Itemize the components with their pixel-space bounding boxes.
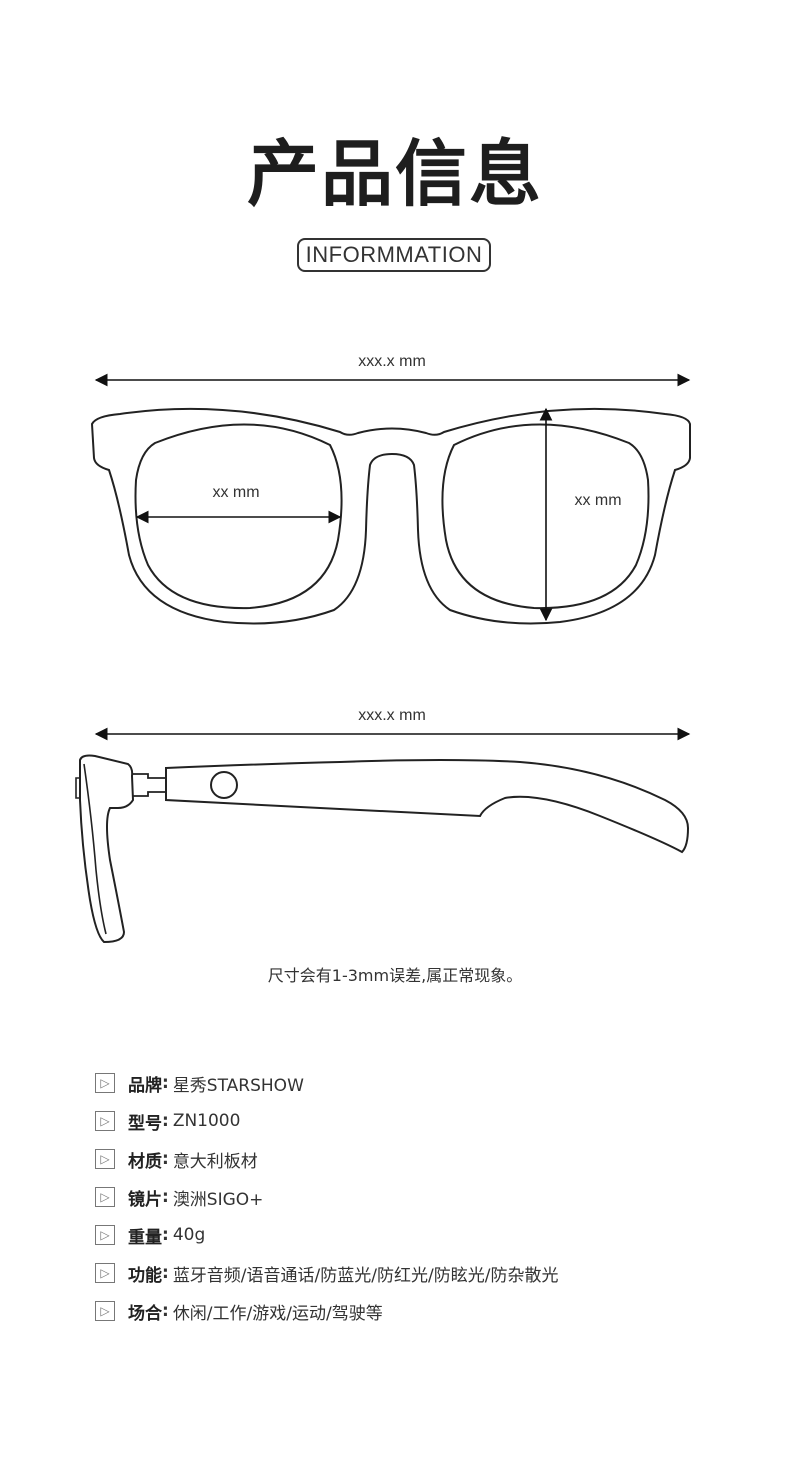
spec-value: 40g	[172, 1225, 206, 1245]
spec-separator: :	[162, 1111, 169, 1131]
spec-separator: :	[162, 1225, 169, 1245]
spec-separator: :	[162, 1301, 169, 1321]
spec-row: ▷ 品牌:星秀STARSHOW	[95, 1064, 735, 1102]
side-view: xxx.x mm	[75, 707, 691, 944]
chevron-right-icon: ▷	[95, 1225, 115, 1245]
hinge	[132, 768, 167, 800]
spec-row: ▷ 型号:ZN1000	[95, 1102, 735, 1140]
spec-row: ▷ 重量:40g	[95, 1216, 735, 1254]
page-subtitle-badge: INFORMMATION	[297, 238, 491, 272]
spec-label: 重量	[128, 1227, 162, 1248]
size-tolerance-note: 尺寸会有1-3mm误差,属正常现象。	[267, 966, 523, 985]
spec-label: 功能	[128, 1265, 162, 1286]
spec-value: 意大利板材	[172, 1151, 258, 1172]
spec-list: ▷品牌:星秀STARSHOW▷型号:ZN1000▷材质:意大利板材▷镜片:澳洲S…	[95, 1064, 735, 1330]
spec-value: 澳洲SIGO+	[172, 1189, 264, 1210]
spec-row: ▷ 镜片:澳洲SIGO+	[95, 1178, 735, 1216]
temple-length-label: xxx.x mm	[358, 707, 426, 724]
spec-row: ▷ 功能:蓝牙音频/语音通话/防蓝光/防红光/防眩光/防杂散光	[95, 1254, 735, 1292]
left-lens-outline	[134, 423, 343, 610]
total-width-label: xxx.x mm	[358, 353, 426, 370]
frame-outline	[90, 407, 691, 625]
spec-separator: :	[162, 1187, 169, 1207]
spec-separator: :	[162, 1073, 169, 1093]
spec-row: ▷ 材质:意大利板材	[95, 1140, 735, 1178]
chevron-right-icon: ▷	[95, 1187, 115, 1207]
front-view: xxx.x mm xx mm xx mm	[90, 353, 691, 625]
page-title: 产品信息	[246, 132, 543, 216]
spec-label: 场合	[128, 1303, 162, 1324]
front-frame-inner-line	[83, 763, 107, 935]
spec-value: 休闲/工作/游戏/运动/驾驶等	[172, 1303, 383, 1324]
chevron-right-icon: ▷	[95, 1111, 115, 1131]
spec-label: 材质	[128, 1151, 162, 1172]
chevron-right-icon: ▷	[95, 1263, 115, 1283]
temple-arm	[165, 759, 690, 854]
spec-value: 蓝牙音频/语音通话/防蓝光/防红光/防眩光/防杂散光	[172, 1265, 559, 1286]
spec-label: 品牌	[128, 1075, 162, 1096]
spec-separator: :	[162, 1149, 169, 1169]
lens-width-label: xx mm	[212, 484, 259, 501]
lens-height-label: xx mm	[574, 492, 621, 509]
glasses-dimension-drawing: xxx.x mm xx mm xx mm xxx.x mm	[75, 353, 691, 944]
chevron-right-icon: ▷	[95, 1073, 115, 1093]
spec-value: ZN1000	[172, 1111, 241, 1131]
chevron-right-icon: ▷	[95, 1149, 115, 1169]
spec-separator: :	[162, 1263, 169, 1283]
spec-value: 星秀STARSHOW	[172, 1075, 304, 1096]
front-frame-side	[79, 754, 135, 944]
spec-label: 镜片	[128, 1189, 162, 1210]
spec-label: 型号	[128, 1113, 162, 1134]
speaker-button-icon	[210, 771, 238, 799]
nose-pad-edge	[75, 777, 81, 799]
chevron-right-icon: ▷	[95, 1301, 115, 1321]
spec-row: ▷ 场合:休闲/工作/游戏/运动/驾驶等	[95, 1292, 735, 1330]
right-lens-outline	[441, 423, 650, 610]
